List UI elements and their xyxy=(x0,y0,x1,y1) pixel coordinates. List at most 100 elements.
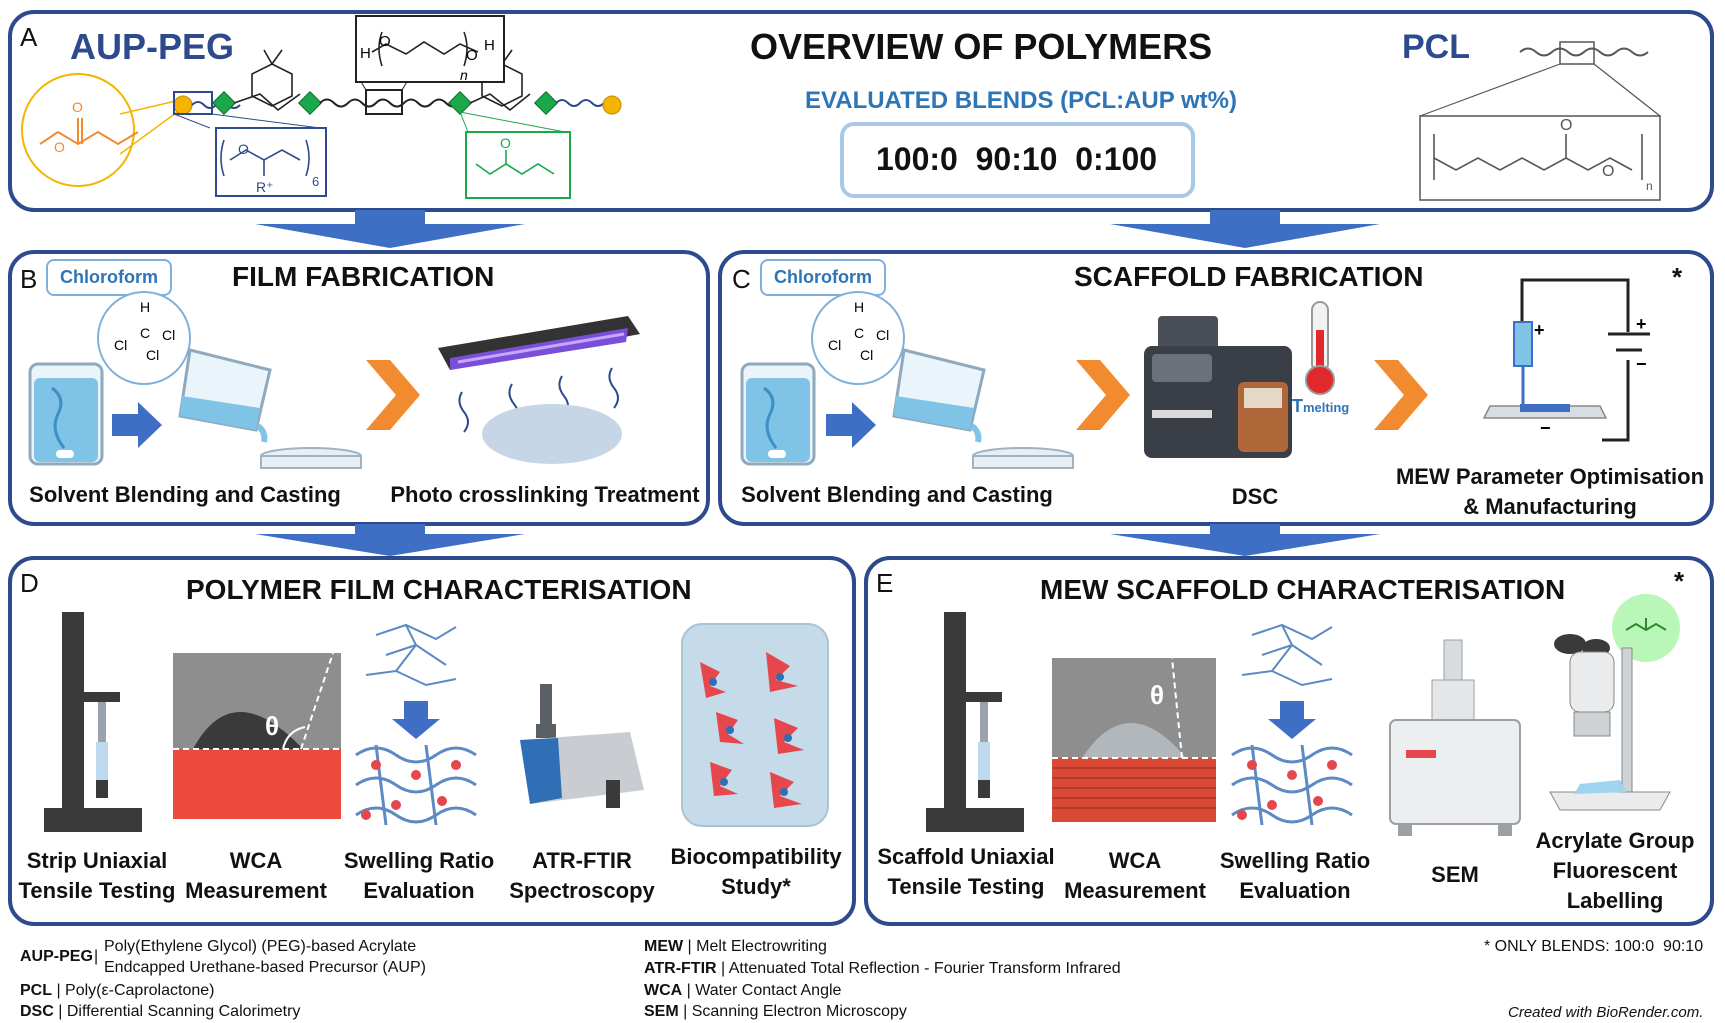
svg-text:O: O xyxy=(379,33,391,50)
pcl-label: PCL xyxy=(1402,28,1470,66)
sem-instrument xyxy=(1389,639,1521,836)
film-fabrication-title: FILM FABRICATION xyxy=(232,261,495,292)
urethane-zoom-box xyxy=(465,131,571,199)
svg-text:O: O xyxy=(500,135,511,151)
svg-text:O: O xyxy=(72,99,83,115)
peg-zoom-box xyxy=(365,89,403,115)
wca-theta-d: θ xyxy=(265,711,279,741)
svg-text:Cl: Cl xyxy=(162,327,175,343)
svg-text:Cl: Cl xyxy=(146,347,159,363)
fluorescence-microscope xyxy=(1549,594,1680,811)
thermometer-icon xyxy=(1305,301,1335,395)
urethane-right xyxy=(533,90,559,116)
chloroform-structure-b: H C Cl Cl Cl xyxy=(97,291,191,385)
urethane-mid-left xyxy=(297,90,323,116)
blends-values: 100:0 90:10 0:100 xyxy=(876,141,1158,177)
pcl-repeat-box xyxy=(1419,115,1661,201)
legend-atr: ATR-FTIR | Attenuated Total Reflection -… xyxy=(644,960,1121,977)
b-caption-photo: Photo crosslinking Treatment xyxy=(390,482,700,507)
c-star: * xyxy=(1672,262,1683,292)
legend-sem: SEM | Scanning Electron Microscopy xyxy=(644,1003,907,1020)
arrow-blue-c xyxy=(826,402,876,448)
arrow-blue-b xyxy=(112,402,162,448)
panel-e xyxy=(864,556,1714,926)
peg-n: n xyxy=(460,67,468,83)
svg-text:Cl: Cl xyxy=(876,327,889,343)
c-caption-solvent: Solvent Blending and Casting xyxy=(741,482,1053,507)
polymer-network-e xyxy=(1231,623,1353,826)
chloroform-tag-c: Chloroform xyxy=(760,259,886,296)
arrow-c-to-e xyxy=(1110,524,1380,556)
legend-atr-text: Attenuated Total Reflection - Fourier Tr… xyxy=(728,960,1121,977)
svg-text:+: + xyxy=(1636,314,1647,334)
tensile-tester-d xyxy=(44,612,142,832)
pcl-structure: O O n xyxy=(1419,41,1661,201)
d-caption-swelling: Swelling Ratio Evaluation xyxy=(343,848,495,903)
svg-text:H: H xyxy=(854,299,864,315)
legend-sem-text: Scanning Electron Microscopy xyxy=(691,1003,907,1020)
svg-text:Cl: Cl xyxy=(828,337,841,353)
legend-wca-text: Water Contact Angle xyxy=(695,982,842,999)
orange-arrow-c1 xyxy=(1076,360,1130,430)
legend-pcl-key: PCL xyxy=(20,982,52,999)
svg-text:Cl: Cl xyxy=(114,337,127,353)
panel-b-letter: B xyxy=(20,264,38,294)
orange-arrow-c2 xyxy=(1374,360,1428,430)
acrylate-zoom-circle xyxy=(21,73,135,187)
legend-pcl: PCL | Poly(ε-Caprolactone) xyxy=(20,982,215,999)
svg-text:−: − xyxy=(1636,354,1647,374)
biorender-credit: Created with BioRender.com. xyxy=(1508,1004,1704,1021)
scaffold-fabrication-title: SCAFFOLD FABRICATION xyxy=(1074,261,1424,292)
svg-text:+: + xyxy=(1534,320,1545,340)
uv-lamp xyxy=(438,316,640,464)
beaker-mixing-b xyxy=(28,362,104,466)
atr-ftir-instrument xyxy=(520,684,644,808)
c-caption-dsc: DSC xyxy=(1231,484,1279,509)
polymer-film-title: POLYMER FILM CHARACTERISATION xyxy=(186,574,692,605)
acrylate-structure xyxy=(39,118,139,146)
e-caption-tensile: Scaffold Uniaxial Tensile Testing xyxy=(877,844,1055,899)
d-caption-tensile: Strip Uniaxial Tensile Testing xyxy=(18,848,176,903)
legend-aup-peg-line1: Poly(Ethylene Glycol) (PEG)-based Acryla… xyxy=(104,938,417,955)
svg-text:O: O xyxy=(54,139,65,155)
petri-dish-b xyxy=(260,447,362,469)
d-caption-biocompatibility: Biocompatibility Study* xyxy=(670,844,842,899)
orange-arrow-b xyxy=(366,360,420,430)
aup-peg-label: AUP-PEG xyxy=(70,26,235,67)
e-caption-wca: WCA Measurement xyxy=(1064,848,1206,903)
panel-c-letter: C xyxy=(732,264,751,294)
unit-subscript: 6 xyxy=(312,174,319,189)
t-melting-sub: melting xyxy=(1303,400,1350,415)
legend-dsc-key: DSC xyxy=(20,1003,54,1020)
e-caption-swelling: Swelling Ratio Evaluation xyxy=(1219,848,1371,903)
r-plus-label: R⁺ xyxy=(256,179,274,195)
svg-text:−: − xyxy=(1540,418,1551,438)
legend-wca-key: WCA xyxy=(644,982,683,999)
end-group-left xyxy=(173,95,193,115)
legend-dsc: DSC | Differential Scanning Calorimetry xyxy=(20,1003,301,1020)
legend-aup-peg-line2: Endcapped Urethane-based Precursor (AUP) xyxy=(104,959,426,976)
panel-d-letter: D xyxy=(20,568,39,598)
mew-scaffold-title: MEW SCAFFOLD CHARACTERISATION xyxy=(1040,574,1566,605)
svg-text:Cl: Cl xyxy=(860,347,873,363)
panel-a-letter: A xyxy=(20,22,38,52)
legend-dsc-text: Differential Scanning Calorimetry xyxy=(66,1003,301,1020)
svg-text:C: C xyxy=(140,325,150,341)
pouring-beaker-b xyxy=(178,348,272,443)
d-caption-atr: ATR-FTIR Spectroscopy xyxy=(509,848,655,903)
overview-title: OVERVIEW OF POLYMERS xyxy=(750,26,1213,67)
urethane-left xyxy=(211,90,237,116)
d-caption-wca: WCA Measurement xyxy=(185,848,327,903)
chloroform-structure-c: H C Cl Cl Cl xyxy=(811,291,905,385)
legend-mew-text: Melt Electrowriting xyxy=(696,938,827,955)
c-caption-mew: MEW Parameter Optimisation & Manufacturi… xyxy=(1395,464,1705,519)
wca-image-d: θ xyxy=(173,652,341,819)
wca-image-e: θ xyxy=(1052,657,1216,822)
evaluated-blends-label: EVALUATED BLENDS (PCL:AUP wt%) xyxy=(805,87,1237,114)
svg-text:H: H xyxy=(360,45,371,62)
blends-box xyxy=(840,122,1195,198)
t-melting-label: Tmelting xyxy=(1292,396,1349,417)
arrow-a-to-c xyxy=(1110,210,1380,248)
b-caption-solvent: Solvent Blending and Casting xyxy=(29,482,341,507)
beaker-mixing-c xyxy=(740,362,816,466)
